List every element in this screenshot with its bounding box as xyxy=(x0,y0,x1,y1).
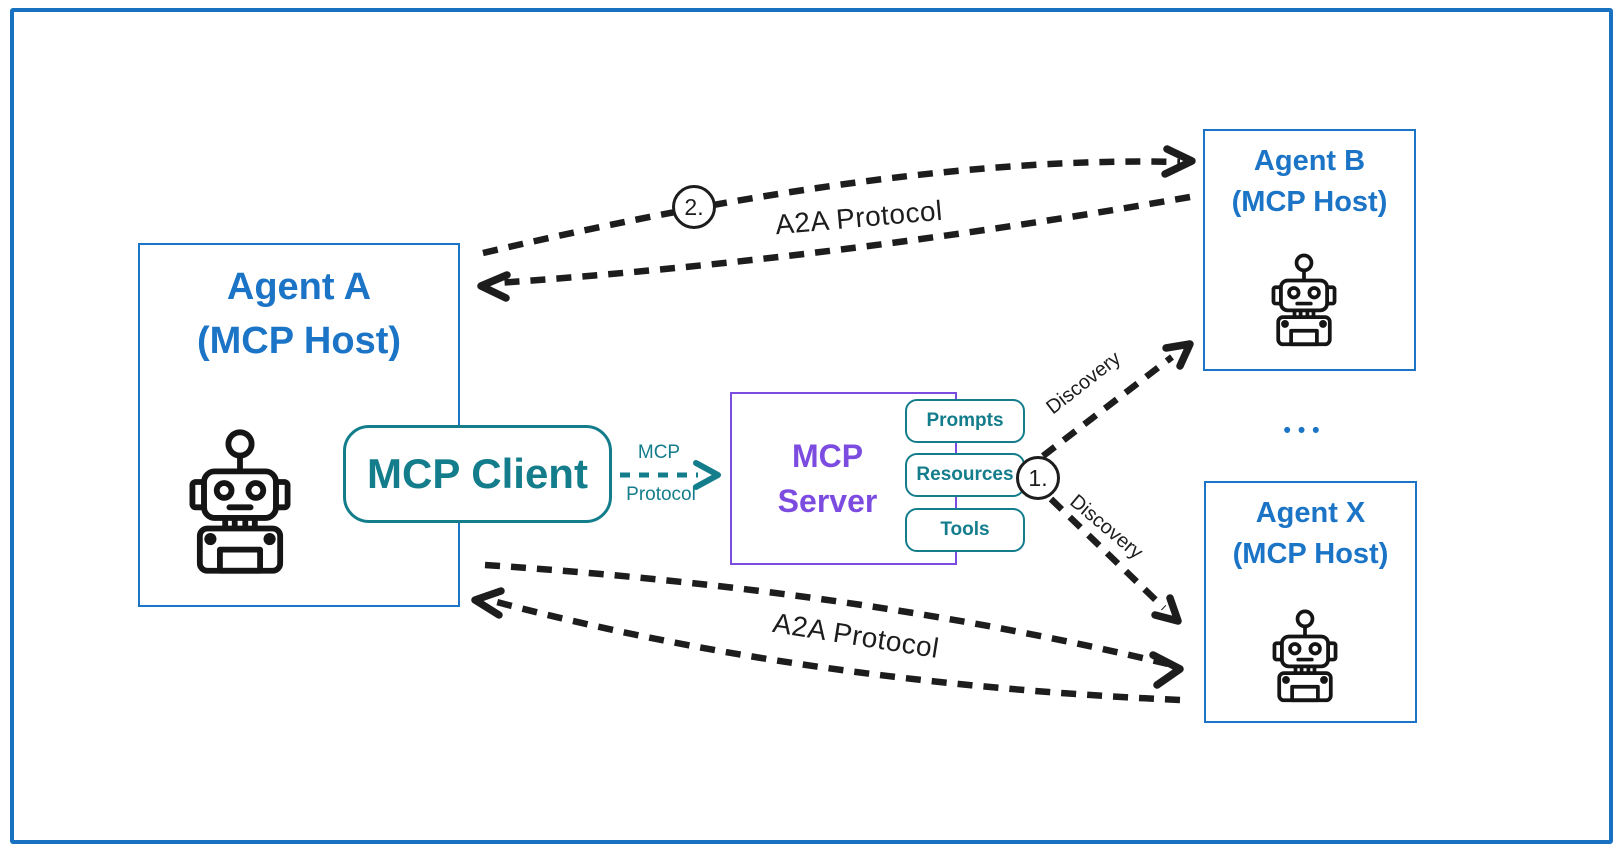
step-1-badge: 1. xyxy=(1016,456,1060,500)
a2a-top-forward-line xyxy=(482,158,1181,257)
a2a-top-forward-arrowhead xyxy=(1161,145,1196,178)
more-agents-ellipsis: ••• xyxy=(1283,419,1327,442)
mcp-server-label-text: MCP Server xyxy=(777,437,878,519)
mcp-client-label: MCP Client xyxy=(367,450,588,497)
agent-x-role: (MCP Host) xyxy=(1232,538,1389,571)
a2a-bottom-return-arrowhead xyxy=(471,587,505,619)
agent-a-role: (MCP Host) xyxy=(196,319,402,362)
mcp-protocol-arrowhead xyxy=(693,460,721,490)
agent-x-robot-icon xyxy=(1272,609,1338,703)
step-1-number: 1. xyxy=(1028,464,1048,491)
outer-frame xyxy=(10,8,1613,844)
agent-b-name: Agent B xyxy=(1253,145,1366,177)
a2a-bottom-forward-arrowhead xyxy=(1149,651,1184,689)
a2a-top-return-line xyxy=(496,193,1191,287)
agent-b-robot-icon xyxy=(1271,253,1337,347)
resources-box: Resources xyxy=(905,453,1025,497)
discovery-down-line xyxy=(1048,496,1167,611)
tools-label: Tools xyxy=(940,519,990,540)
a2a-top-return-arrowhead xyxy=(477,271,511,302)
a2a-bottom-return-line xyxy=(492,597,1181,704)
prompts-label: Prompts xyxy=(926,410,1004,431)
prompts-box: Prompts xyxy=(905,399,1025,443)
agent-b-role: (MCP Host) xyxy=(1231,186,1388,219)
step-2-number: 2. xyxy=(684,193,704,220)
agent-a-title: Agent A (MCP Host) xyxy=(140,245,458,369)
a2a-bottom-forward-line xyxy=(484,561,1169,668)
mcp-client-box: MCP Client xyxy=(343,425,612,523)
agent-b-title: Agent B (MCP Host) xyxy=(1205,131,1414,223)
tools-box: Tools xyxy=(905,508,1025,552)
mcp-protocol-label-line1: MCP xyxy=(637,442,681,463)
agent-x-title: Agent X (MCP Host) xyxy=(1206,483,1415,575)
resources-label: Resources xyxy=(916,464,1014,485)
agent-x-name: Agent X xyxy=(1255,497,1366,529)
agent-a-name: Agent A xyxy=(226,266,372,308)
agent-a-robot-icon xyxy=(189,429,291,574)
discovery-up-arrowhead xyxy=(1162,340,1194,370)
step-2-badge: 2. xyxy=(672,185,716,229)
discovery-down-arrowhead xyxy=(1151,594,1182,625)
discovery-up-line xyxy=(1041,354,1174,459)
mcp-protocol-label-line2: Protocol xyxy=(626,484,696,505)
mcp-server-label: MCP Server xyxy=(716,394,939,563)
